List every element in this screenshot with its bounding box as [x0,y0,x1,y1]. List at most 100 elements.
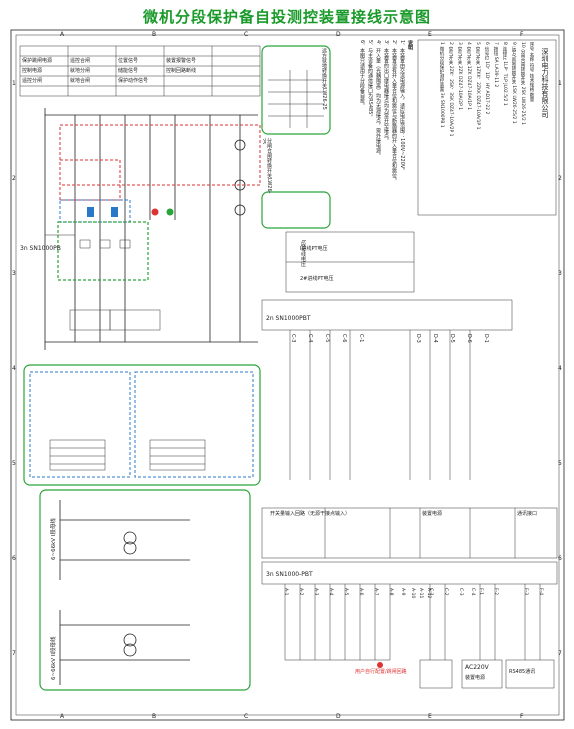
comm-block: 通讯接口 [517,511,538,517]
ac-input-block: 开关量输入回路（无源干接点输入） [270,511,351,517]
circuit-label: 遥控分闸 [22,78,43,84]
terminal-label: A-11 [418,588,423,599]
ii-inlet-voltage: 2#进线PT电压 [300,275,333,282]
row-mark: 5 [558,460,562,467]
row-mark: 3 [12,270,16,277]
note-1: 1、本装置由交流电源输入，适应电压范围：100V~220V。 [399,40,405,174]
notes: 说明 1、本装置由交流电源输入，适应电压范围：100V~220V。 2、本装置设… [340,40,414,220]
terminal-label: A-8 [388,588,393,596]
circuit-label: 就地合闸 [70,78,91,84]
inner-frame [15,34,560,716]
circuit-label: 装置报警信号 [166,58,197,64]
switch-tables [261,45,331,229]
note-5: 5、与主设备的通信接口为RS485。 [367,40,373,120]
terminal-label: A-6 [358,588,363,596]
terminal-label: D-1 [483,334,489,343]
terminal-label: A-9 [400,588,405,596]
terminal-label: D-5 [449,334,455,343]
title-block-row: 10 分闸合闸转换开关 2SK LW26-25/2 1 [520,42,525,125]
row-mark: 2 [558,175,562,182]
row-mark: 4 [12,365,16,372]
terminal-label: C-4 [470,588,475,596]
title-block-row: 1 微机分段保护测控装置 3n SN1000PB 1 [439,42,444,128]
i-inlet-voltage: I进线PT电压 [300,245,328,252]
note-6: 6、本图只适用于分段备自投。 [359,40,365,109]
terminal-label: C-3 [458,588,463,596]
row-mark: 7 [12,650,16,657]
switch-table-right-title: 远方就地转换开关LW26-25 [321,48,327,110]
circuit-label: 储能信号 [118,68,139,74]
terminal-label: C-3 [290,334,296,343]
user-note: 用户自行配置/跳闸回路 [355,669,407,675]
notes-heading: 说明 [407,40,413,50]
terminal-label: F-4 [538,588,543,596]
comm-box: RS485通讯 [509,669,536,675]
row-mark: 4 [558,365,562,372]
title-block [417,39,557,216]
circuit-label: 保护动作信号 [118,78,149,84]
note-2: 2、本装置设有开入量合位和跳位与断路器的开入量合位和跳位。 [391,40,397,184]
terminal-label: D-3 [415,334,421,343]
terminal-label: A-3 [313,588,318,596]
circuit-label: 就地分闸 [70,68,91,74]
outer-frame [10,29,565,721]
terminal-label: C-4 [307,334,313,343]
column-mark: F [520,31,524,38]
terminal-label: C-2 [443,588,448,596]
ac-power-label: 装置电源 [465,675,486,681]
row-mark: 5 [12,460,16,467]
title-block-row: 9 远方/就地转换开关 1SK LW26-25/2 1 [511,42,516,124]
column-mark: C [244,713,249,720]
column-mark: B [152,31,157,38]
lower-device-label: 3n SN1000-PBT [266,571,313,578]
column-mark: B [152,713,157,720]
bus-line-diagrams: 6~66kV I段母线 6~66kV II段母线 [39,489,251,691]
power-block: 装置电源 [422,511,443,517]
terminal-label: A-7 [373,588,378,596]
circuit-label: 位置信号 [118,58,139,64]
column-mark: A [60,713,65,720]
terminal-label: A-12 [426,588,431,599]
terminal-label: A-5 [343,588,348,596]
pt-voltage-area: I进线PT电压 2#进线PT电压 2n SN1000PBT [261,231,513,480]
main-device-label: 3n SN1000PB [20,245,61,252]
terminal-label: F-2 [493,588,498,596]
circuit-label: 遥控合闸 [70,58,91,64]
row-mark: 2 [12,175,16,182]
title-block-row: 2 空气开关 2ZK、2SK、3SK DZ47-10A/2P 1 [448,42,453,137]
title-block-rows: 序号 名称 符号 技术规格 数量 10 分闸合闸转换开关 2SK LW26-25/… [420,42,536,212]
ii-bus-label: 6~66kV II段母线 [49,636,57,680]
i-bus-voltage: I段母线电压 [300,240,306,267]
title-block-header: 序号 名称 符号 技术规格 数量 [529,42,534,102]
row-mark: 6 [558,555,562,562]
terminal-label: C-6 [341,334,347,343]
column-mark: A [60,31,65,38]
i-bus-label: 6~66kV I段母线 [49,518,57,560]
row-mark: 7 [558,650,562,657]
terminal-label: F-3 [523,588,528,596]
row-mark: 3 [558,270,562,277]
title-block-row: 6 信号灯 1D、1D、HY AD17-22 2 [484,42,489,115]
terminal-label: A-10 [410,588,415,599]
mid-device-label: 2n SN1000PBT [266,315,311,322]
terminal-label: A-4 [328,588,333,596]
note-4: 4、开入量（光耦隔离）均为无源接点，需外接电源。 [375,40,381,159]
row-mark: 1 [558,80,562,87]
switch-table-left-title: 分闸合闸转换开关LW26-25 [263,138,272,194]
terminal-label: A-1 [283,588,288,596]
note-3: 3、本装置的出口继电器接点均为常开空接点。 [383,40,389,144]
column-mark: E [428,31,432,38]
column-mark: F [520,713,524,720]
circuit-label: 保护跳闸电源 [22,58,53,64]
ac-power-box: AC220V [465,664,489,671]
switch-blocks [23,364,261,486]
diagram-title: 微机分段保护备自投测控装置接线示意图 [142,8,431,26]
terminal-label: D-6 [466,334,472,343]
terminal-label: C-1 [358,334,364,343]
title-block-row: 7 按钮 SA LA39-11 2 [493,42,498,88]
row-mark: 6 [12,555,16,562]
row-mark: 1 [12,80,16,87]
title-block-row: 8 连接片 1LP、TLP JL02.5/2 1 [502,42,507,106]
circuit-label: 控制电源 [22,68,43,74]
